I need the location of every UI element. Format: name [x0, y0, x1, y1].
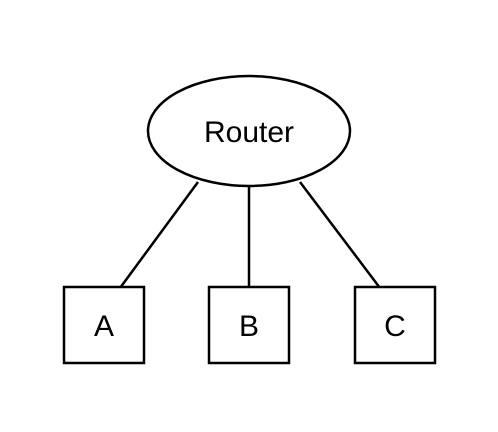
router-node: Router: [146, 74, 352, 188]
host-label-c: C: [384, 310, 406, 343]
host-box-a: [62, 285, 146, 365]
host-box-b: [207, 285, 291, 365]
host-label-b: B: [239, 310, 259, 343]
host-node-c: C: [353, 285, 437, 365]
router-ellipse: [146, 74, 352, 188]
host-node-b: B: [207, 285, 291, 365]
edge-router-c: [299, 181, 381, 289]
edge-router-a: [118, 181, 200, 289]
host-node-a: A: [62, 285, 146, 365]
host-label-a: A: [94, 310, 114, 343]
router-label: Router: [204, 116, 294, 149]
host-box-c: [353, 285, 437, 365]
